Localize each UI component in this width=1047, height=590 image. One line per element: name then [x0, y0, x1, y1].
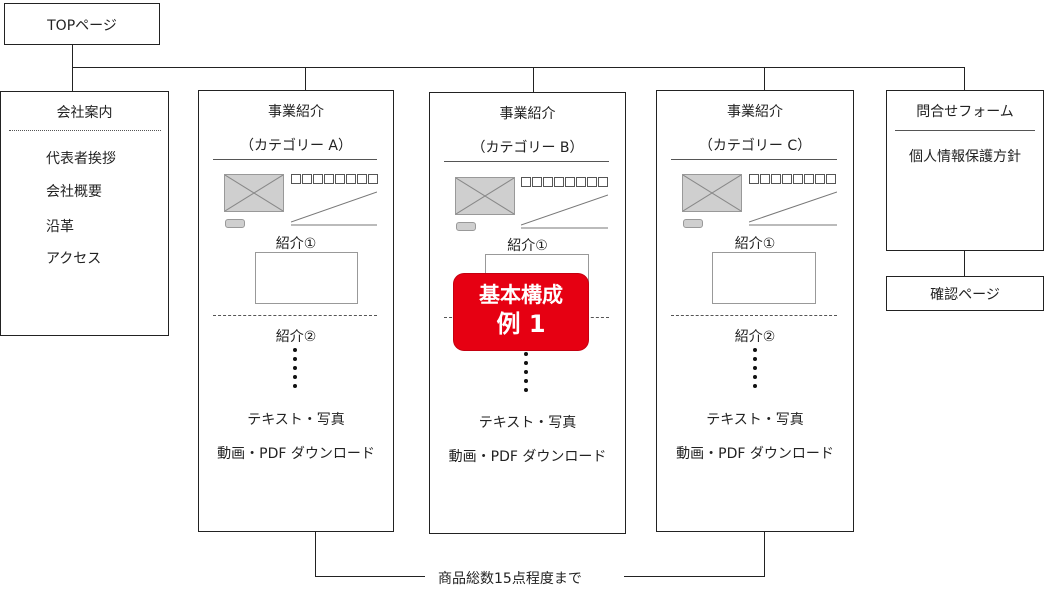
confirm-page-node[interactable]: 確認ページ	[886, 276, 1044, 311]
text-placeholder-lines	[291, 191, 377, 226]
basic-structure-badge: 基本構成 例 1	[454, 274, 588, 350]
text-photo-label: テキスト・写真	[478, 415, 577, 431]
intro-1-label: 紹介①	[275, 236, 317, 252]
category-title: 事業紹介	[499, 106, 556, 122]
intro-2-label: 紹介②	[275, 329, 317, 345]
video-pdf-label: 動画・PDF ダウンロード	[217, 446, 375, 462]
company-node[interactable]: 会社案内 代表者挨拶 会社概要 沿革 アクセス	[0, 91, 169, 336]
image-placeholder-icon	[224, 174, 284, 212]
continuation-dots-icon	[524, 352, 528, 397]
badge-line-1: 基本構成	[479, 283, 563, 307]
bracket-bottom-right	[624, 576, 765, 577]
company-title: 会社案内	[56, 105, 113, 121]
connector-horizontal-bus	[72, 67, 964, 68]
text-placeholder-squares	[521, 177, 608, 187]
contact-title: 問合せフォーム	[916, 104, 1014, 120]
category-title: 事業紹介	[268, 104, 324, 120]
intro-1-label: 紹介①	[734, 236, 776, 252]
footer-note: 商品総数15点程度まで	[438, 571, 582, 587]
bracket-left	[315, 531, 316, 577]
contact-form-node[interactable]: 問合せフォーム 個人情報保護方針	[886, 90, 1044, 251]
image-placeholder-icon	[682, 174, 742, 212]
company-item[interactable]: 代表者挨拶	[46, 151, 116, 167]
category-subtitle: （カテゴリー A）	[239, 138, 353, 154]
intro-1-label: 紹介①	[507, 238, 548, 254]
continuation-dots-icon	[753, 348, 757, 393]
contact-divider	[895, 130, 1035, 131]
intro-divider	[213, 315, 377, 316]
intro-divider	[671, 315, 837, 316]
top-page-label: TOPページ	[47, 18, 117, 34]
category-divider	[671, 159, 837, 160]
connector-contact	[964, 67, 965, 90]
connector-top-down	[72, 45, 73, 68]
category-subtitle: （カテゴリー C）	[698, 138, 812, 154]
category-a-node[interactable]: 事業紹介 （カテゴリー A） 紹介① 紹介② テキスト・写真 動画・PDF ダウ…	[198, 90, 394, 532]
top-page-node[interactable]: TOPページ	[4, 3, 160, 45]
category-c-node[interactable]: 事業紹介 （カテゴリー C） 紹介① 紹介② テキスト・写真 動画・PDF ダウ…	[656, 90, 854, 532]
intro-2-label: 紹介②	[734, 329, 776, 345]
company-divider	[9, 130, 161, 131]
company-item[interactable]: 会社概要	[46, 184, 102, 200]
intro-1-frame	[255, 252, 358, 304]
connector-company	[72, 67, 73, 91]
intro-1-frame	[712, 252, 816, 304]
confirm-label: 確認ページ	[930, 287, 1000, 303]
category-divider	[444, 161, 609, 162]
text-placeholder-squares	[291, 174, 378, 184]
connector-category-a	[305, 67, 306, 90]
image-placeholder-icon	[455, 177, 515, 215]
badge-line-2: 例 1	[496, 310, 546, 338]
connector-category-b	[533, 67, 534, 92]
bracket-bottom-left	[315, 576, 425, 577]
bracket-right	[764, 531, 765, 577]
text-placeholder-squares	[749, 174, 836, 184]
category-subtitle: （カテゴリー B）	[471, 140, 584, 156]
text-placeholder-lines	[521, 194, 608, 229]
connector-confirm	[964, 250, 965, 276]
category-title: 事業紹介	[727, 104, 783, 120]
category-divider	[213, 159, 377, 160]
button-placeholder-icon	[456, 222, 476, 231]
button-placeholder-icon	[225, 219, 245, 228]
connector-category-c	[764, 67, 765, 90]
text-photo-label: テキスト・写真	[706, 412, 804, 428]
text-photo-label: テキスト・写真	[247, 412, 345, 428]
continuation-dots-icon	[293, 348, 297, 393]
button-placeholder-icon	[683, 219, 703, 228]
video-pdf-label: 動画・PDF ダウンロード	[448, 449, 607, 465]
text-placeholder-lines	[749, 191, 837, 226]
video-pdf-label: 動画・PDF ダウンロード	[676, 446, 834, 462]
privacy-policy-item[interactable]: 個人情報保護方針	[909, 149, 1021, 165]
company-item[interactable]: 沿革	[46, 219, 74, 235]
company-item[interactable]: アクセス	[46, 251, 102, 267]
